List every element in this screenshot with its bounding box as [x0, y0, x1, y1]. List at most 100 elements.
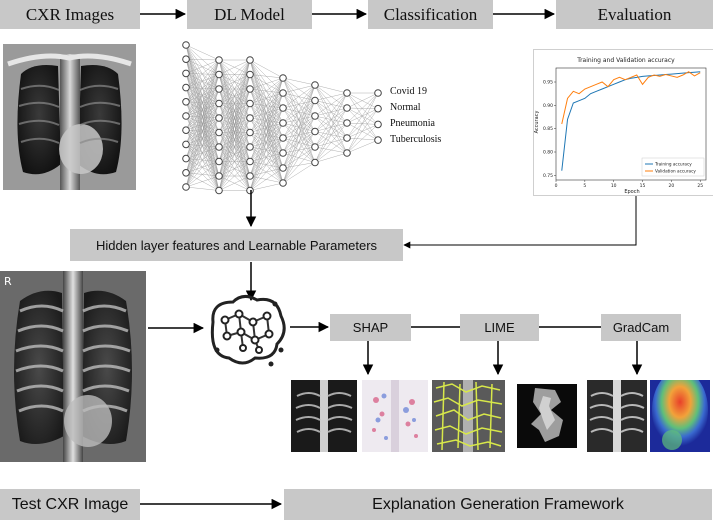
nn-node — [343, 104, 351, 112]
nn-node — [279, 179, 287, 187]
nn-connection — [218, 59, 251, 162]
nn-node — [215, 143, 223, 151]
nn-connection — [249, 146, 284, 184]
nn-connection — [314, 152, 348, 163]
nn-connection — [185, 59, 220, 159]
nn-connection — [314, 92, 348, 101]
shap-original-image — [291, 380, 357, 452]
chart-x-tick-label: 10 — [611, 183, 617, 189]
nn-connection — [282, 84, 316, 94]
nn-connection — [218, 117, 251, 191]
chart-title: Training and Validation accuracy — [576, 57, 675, 64]
nn-node — [311, 158, 319, 167]
nn-connection — [282, 162, 316, 184]
nn-node — [343, 149, 351, 157]
nn-connection — [314, 100, 348, 139]
chart-x-tick-label: 20 — [669, 183, 675, 189]
nn-connection — [249, 77, 284, 148]
nn-connection — [218, 88, 251, 191]
lime-box: LIME — [460, 314, 539, 341]
nn-connection — [314, 115, 348, 154]
nn-node — [182, 83, 190, 92]
nn-connection — [249, 137, 284, 191]
nn-node — [246, 114, 254, 122]
test-cxr-image-box: Test CXR Image — [0, 489, 140, 520]
lime-mask-graphic — [511, 380, 581, 452]
nn-connection — [249, 117, 284, 169]
neural-network-diagram — [182, 41, 382, 195]
nn-node — [311, 143, 319, 151]
nn-connection — [249, 175, 284, 184]
nn-connection — [282, 92, 316, 132]
nn-connection — [185, 146, 220, 188]
nn-connection — [249, 77, 284, 119]
nn-node — [246, 99, 254, 108]
nn-node — [246, 143, 254, 151]
nn-connection — [314, 122, 348, 163]
cxr-input-image — [3, 44, 136, 190]
xray-marker: R — [4, 275, 12, 288]
nn-connection — [249, 117, 284, 154]
chart-y-tick-label: 0.85 — [543, 126, 553, 132]
nn-connection — [314, 137, 348, 163]
nn-connection — [346, 137, 379, 141]
nn-connection — [282, 77, 316, 117]
nn-connection — [282, 77, 316, 86]
class-label-covid: Covid 19 — [390, 86, 427, 97]
nn-node — [182, 169, 190, 177]
nn-node — [374, 89, 382, 97]
lime-superpixel-image — [432, 380, 505, 452]
nn-connection — [249, 152, 284, 191]
nn-connection — [249, 132, 284, 169]
nn-connection — [282, 84, 316, 139]
nn-connection — [314, 107, 348, 163]
nn-connection — [314, 100, 348, 154]
nn-connection — [314, 115, 348, 139]
nn-node — [215, 172, 223, 180]
nn-connection — [185, 59, 220, 102]
nn-node — [279, 134, 287, 142]
chart-y-tick-label: 0.95 — [543, 80, 553, 86]
nn-connection — [346, 92, 379, 125]
nn-node — [182, 112, 190, 120]
nn-connection — [249, 59, 284, 79]
nn-connection — [249, 182, 284, 191]
nn-node — [215, 157, 223, 166]
gradcam-heatmap-image — [650, 380, 710, 452]
nn-connection — [346, 92, 379, 154]
nn-connection — [185, 74, 220, 188]
chart-legend-label: Training accuracy — [654, 162, 692, 167]
nn-node — [182, 183, 190, 191]
nn-connection — [218, 59, 251, 133]
chart-x-tick-label: 25 — [697, 183, 703, 189]
nn-connection — [282, 107, 316, 117]
nn-connection — [249, 74, 284, 124]
nn-connection — [218, 132, 251, 191]
chart-y-tick-label: 0.75 — [543, 173, 553, 179]
nn-connection — [185, 175, 220, 188]
nn-connection — [185, 59, 220, 74]
nn-node — [182, 69, 190, 78]
dl-model-label: DL Model — [214, 4, 285, 24]
nn-connection — [249, 167, 284, 191]
nn-connection — [346, 92, 379, 139]
nn-connection — [346, 122, 379, 141]
nn-connection — [282, 131, 316, 184]
nn-connection — [346, 107, 379, 141]
hidden-layer-label: Hidden layer features and Learnable Para… — [95, 237, 378, 253]
nn-connection — [282, 107, 316, 148]
nn-connection — [185, 117, 220, 188]
nn-connection — [249, 103, 284, 139]
chart-xlabel: Epoch — [624, 189, 639, 195]
nn-connection — [218, 175, 251, 191]
nn-node — [311, 127, 319, 136]
nn-node — [215, 186, 223, 195]
nn-connection — [282, 84, 316, 169]
chart-ylabel: Accuracy — [534, 111, 540, 134]
nn-connection — [282, 84, 316, 184]
nn-node — [182, 55, 190, 64]
nn-node — [311, 81, 319, 89]
nn-node — [246, 172, 254, 180]
nn-connection — [346, 124, 379, 139]
